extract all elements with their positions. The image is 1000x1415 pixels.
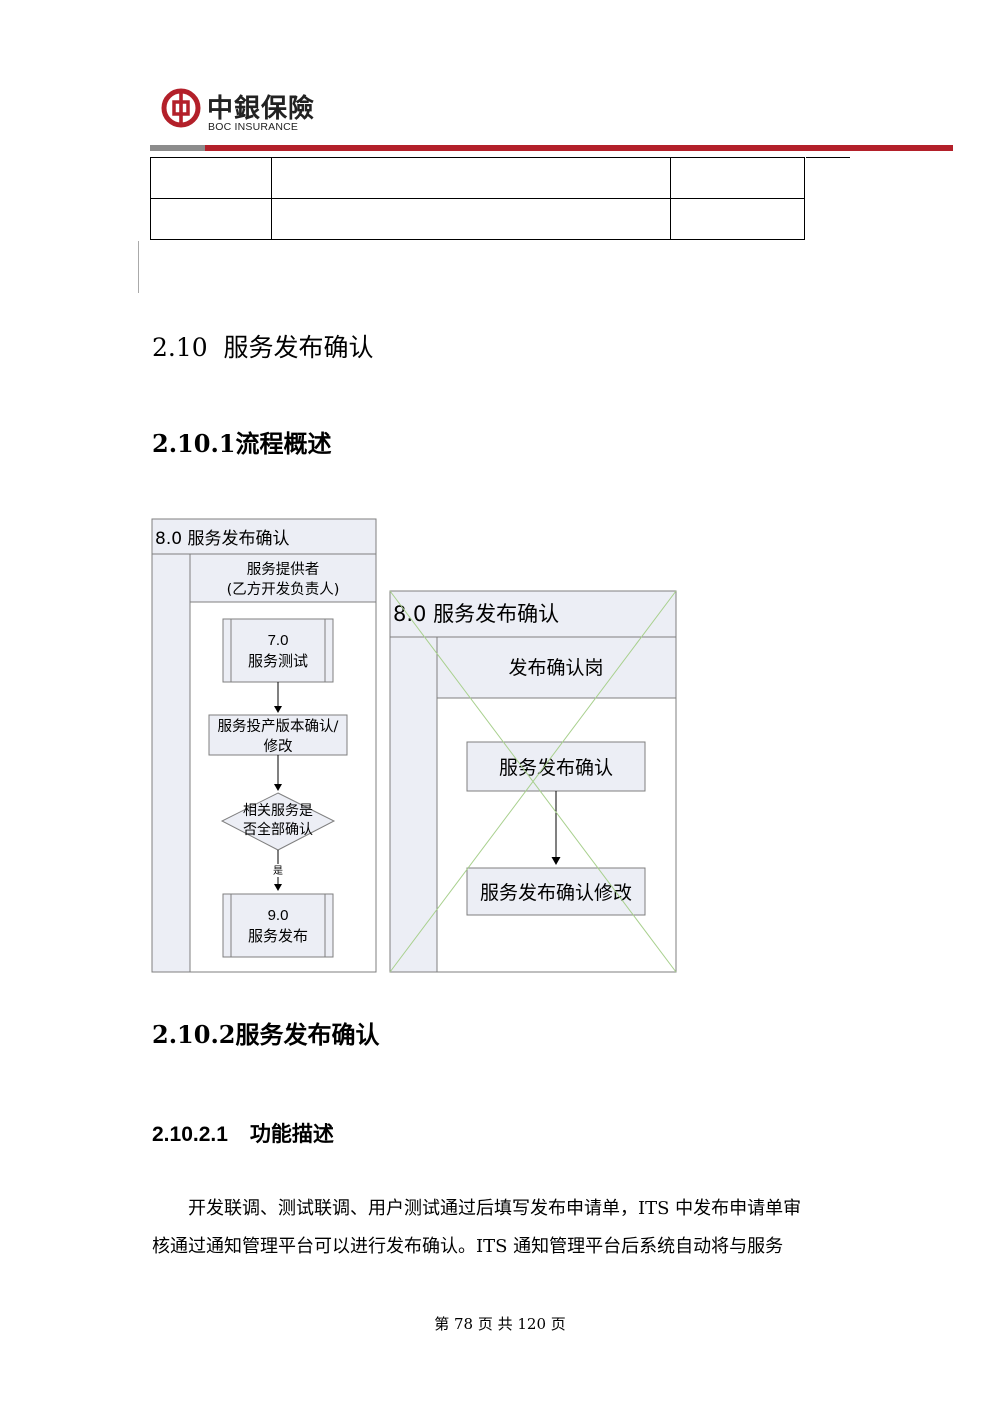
subsection-heading-flow: 2.10.1流程概述 <box>152 429 332 458</box>
node-service-test-num: 7.0 <box>268 632 289 649</box>
body-paragraph-line2: 核通过通知管理平台可以进行发布确认。ITS 通知管理平台后系统自动将与服务 <box>152 1236 784 1257</box>
table-cell <box>670 157 805 199</box>
subsubsection-title: 功能描述 <box>249 1123 334 1146</box>
pool-title: 8.0 服务发布确认 <box>393 602 559 626</box>
subsubsection-number: 2.10.2.1 <box>152 1123 228 1146</box>
node-service-release-num: 9.0 <box>268 907 289 924</box>
node-service-test <box>222 618 334 683</box>
lane-gutter <box>389 636 438 973</box>
header-rule-gray <box>150 145 205 151</box>
table-cell <box>150 157 272 199</box>
node-service-release <box>222 893 334 958</box>
flowchart-left: 8.0 服务发布确认 服务提供者 (乙方开发负责人) 7.0 服务测试 服务投产… <box>151 518 377 973</box>
node-version-confirm-line2: 修改 <box>264 738 293 755</box>
pool-title: 8.0 服务发布确认 <box>155 529 289 549</box>
node-service-test-label: 服务测试 <box>248 652 308 670</box>
table-cell <box>150 198 272 240</box>
pool-title-bar <box>389 590 677 638</box>
table-rule-extension <box>806 157 850 158</box>
subsubsection-heading: 2.10.2.1 功能描述 <box>152 1118 334 1148</box>
box-release-confirm-label: 服务发布确认 <box>499 757 613 779</box>
flowchart-right-crossed: 8.0 服务发布确认 发布确认岗 服务发布确认 服务发布确认修改 <box>389 590 677 973</box>
section-heading: 2.10 服务发布确认 <box>152 333 374 362</box>
decision-line1: 相关服务是 <box>243 803 313 819</box>
node-version-confirm-line1: 服务投产版本确认/ <box>218 718 339 735</box>
revision-margin-mark <box>138 241 139 293</box>
lane-label-line1: 服务提供者 <box>247 561 320 578</box>
cross-out-line <box>389 590 677 973</box>
table-row <box>150 198 805 240</box>
edge-label-yes: 是 <box>273 865 283 877</box>
carryover-table <box>150 157 805 240</box>
box-release-confirm-edit-label: 服务发布确认修改 <box>480 882 632 904</box>
boc-logo-icon <box>161 88 201 128</box>
edge-label-bg <box>271 864 285 877</box>
logo-chinese-name: 中銀保險 <box>207 94 316 124</box>
table-row <box>150 157 805 199</box>
node-service-release-label: 服务发布 <box>248 927 308 945</box>
body-paragraph-line1: 开发联调、测试联调、用户测试通过后填写发布申请单，ITS 中发布申请单审 <box>188 1198 802 1219</box>
lane-label-line2: (乙方开发负责人) <box>227 581 340 598</box>
table-cell <box>670 198 805 240</box>
page-footer: 第 78 页 共 120 页 <box>434 1315 566 1333</box>
logo-english-name: BOC INSURANCE <box>208 121 299 133</box>
subsection-heading-confirm: 2.10.2服务发布确认 <box>152 1020 380 1049</box>
lane-header <box>436 636 677 699</box>
lane-label: 发布确认岗 <box>508 657 603 679</box>
table-cell <box>271 198 671 240</box>
table-cell <box>271 157 671 199</box>
decision-line2: 否全部确认 <box>243 821 313 838</box>
lane-gutter <box>151 553 191 973</box>
header-rule-red <box>205 145 953 151</box>
lane-header <box>189 553 377 603</box>
